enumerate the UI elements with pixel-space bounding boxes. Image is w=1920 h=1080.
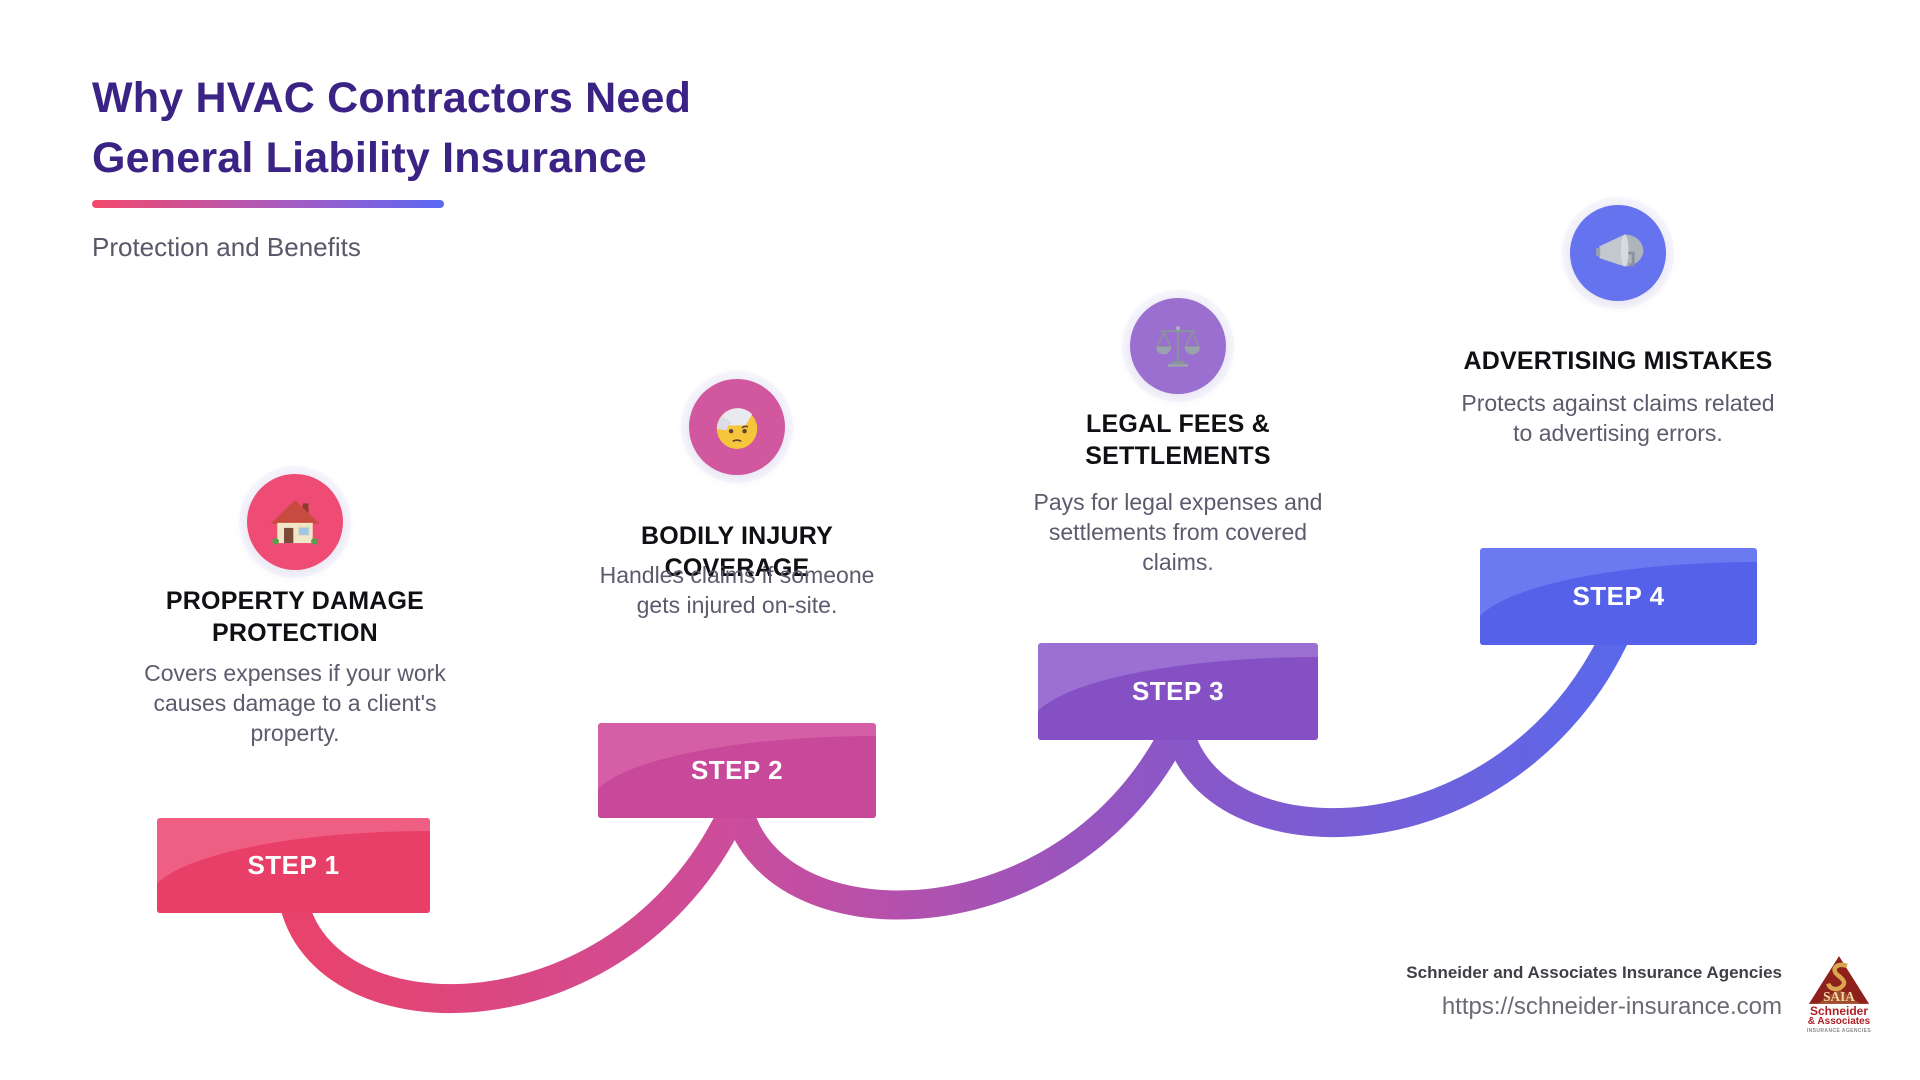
step3-description: Pays for legal expenses and settlements … [1033, 489, 1323, 575]
megaphone-icon [1596, 234, 1644, 267]
injured-face-icon [716, 408, 758, 449]
step4-title: ADVERTISING MISTAKES [1463, 347, 1773, 375]
step3-title: LEGAL FEES & SETTLEMENTS [1085, 410, 1271, 470]
footer-website-url[interactable]: https://schneider-insurance.com [1441, 993, 1782, 1020]
svg-text:SAIA: SAIA [1823, 989, 1855, 1004]
step3-banner-label: STEP 3 [1131, 676, 1225, 706]
step1-banner: STEP 1 [157, 818, 430, 913]
step1-icon-circle [247, 474, 343, 570]
saia-triangle-logo-icon: SAIA [1808, 956, 1870, 1004]
page-title-line2: General Liability Insurance [92, 134, 648, 182]
step2-title: BODILY INJURY COVERAGE [640, 522, 833, 582]
step2-description: Handles claims if someone gets injured o… [599, 562, 875, 618]
step2-banner: STEP 2 [598, 723, 876, 818]
step3-banner: STEP 3 [1038, 643, 1318, 740]
step4-icon-circle [1570, 205, 1666, 301]
step1-banner-label: STEP 1 [247, 850, 340, 880]
logo-line2: & Associates [1807, 1016, 1871, 1027]
title-underline-accent [92, 200, 444, 208]
page-subtitle: Protection and Benefits [92, 232, 361, 262]
step3-icon-circle [1130, 298, 1226, 394]
house-icon [270, 500, 320, 545]
step4-banner: STEP 4 [1480, 548, 1757, 645]
step2-banner-label: STEP 2 [690, 755, 784, 785]
footer-company-name: Schneider and Associates Insurance Agenc… [1406, 963, 1782, 982]
page-title: Why HVAC Contractors Need General Liabil… [92, 68, 691, 188]
step4-banner-label: STEP 4 [1572, 581, 1665, 611]
page-title-line1: Why HVAC Contractors Need [92, 74, 692, 122]
step1-description: Covers expenses if your work causes dama… [144, 660, 446, 746]
company-logo: SAIA Schneider & Associates INSURANCE AG… [1800, 955, 1878, 1035]
step2-icon-circle [689, 379, 785, 475]
step4-description: Protects against claims related to adver… [1461, 390, 1775, 446]
step1-title: PROPERTY DAMAGE PROTECTION [165, 587, 425, 647]
scales-icon [1155, 326, 1201, 367]
logo-line1: Schneider [1809, 1004, 1869, 1018]
logo-line3: INSURANCE AGENCIES [1806, 1028, 1872, 1034]
